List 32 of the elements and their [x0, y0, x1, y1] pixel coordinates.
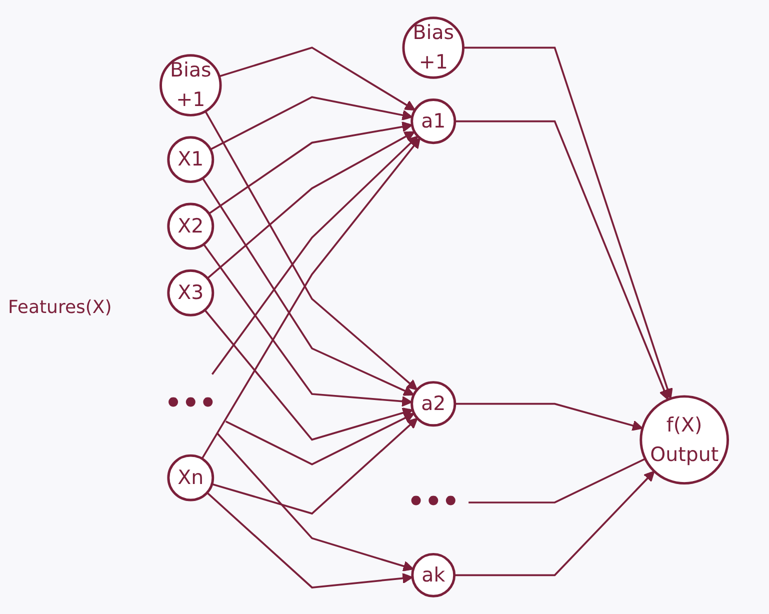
node-circle: ak: [410, 552, 456, 598]
arrow: [218, 46, 416, 111]
node-circle: X1: [166, 136, 214, 184]
arrow: [454, 120, 670, 400]
arrow: [463, 46, 673, 400]
node-circle: Bias +1: [402, 16, 464, 79]
node-circle: Bias +1: [159, 54, 222, 116]
arrow: [454, 470, 655, 576]
connector: [468, 458, 646, 504]
arrow: [202, 244, 412, 407]
node-circle: X3: [166, 269, 214, 316]
arrow: [204, 110, 418, 390]
arrow: [204, 309, 413, 441]
arrow: [206, 131, 415, 280]
node-circle: X2: [166, 202, 214, 250]
node-text: •••: [407, 487, 460, 518]
arrow: [454, 402, 643, 431]
arrow: [208, 121, 412, 214]
arrow: [225, 412, 414, 466]
node-circle: f(X) Output: [639, 395, 729, 485]
arrow: [202, 178, 414, 396]
arrow: [201, 138, 420, 460]
node-circle: a1: [410, 98, 456, 144]
arrow: [206, 492, 413, 588]
arrow: [211, 418, 418, 515]
node-circle: Xn: [166, 454, 214, 502]
node-circle: a2: [410, 381, 456, 427]
layer-label: Features(X): [8, 296, 112, 318]
node-text: •••: [164, 388, 216, 420]
arrow: [211, 136, 418, 375]
arrow: [216, 432, 414, 572]
arrow: [210, 96, 413, 150]
